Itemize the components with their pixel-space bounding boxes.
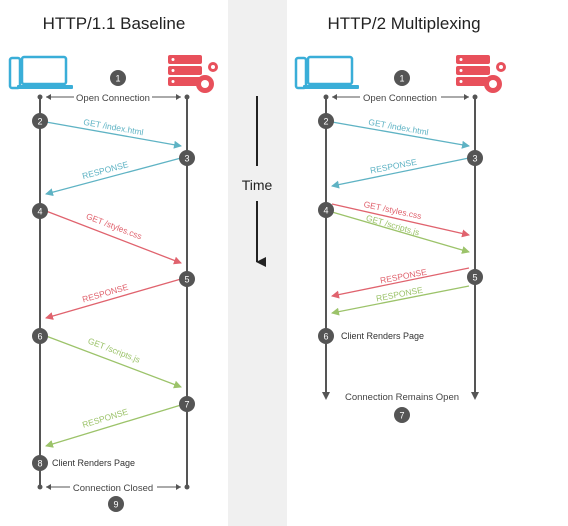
svg-text:5: 5 bbox=[184, 275, 189, 285]
open-connection-label: Open Connection bbox=[76, 93, 150, 104]
step-badge: 2 bbox=[32, 113, 48, 129]
message-label: RESPONSE bbox=[379, 267, 428, 286]
step-badge: 7 bbox=[394, 407, 410, 423]
step-badge: 4 bbox=[318, 202, 334, 218]
svg-text:6: 6 bbox=[323, 332, 328, 342]
lifeline-dot bbox=[37, 94, 43, 100]
message-arrow bbox=[45, 121, 182, 149]
svg-text:7: 7 bbox=[184, 400, 189, 410]
step-badge: 1 bbox=[110, 70, 126, 86]
client-renders-label-left: Client Renders Page bbox=[52, 458, 135, 468]
message-arrow bbox=[331, 285, 470, 316]
message-label: RESPONSE bbox=[369, 157, 418, 176]
server-gear-icon-right bbox=[456, 55, 506, 93]
svg-text:5: 5 bbox=[472, 273, 477, 283]
message-arrow bbox=[45, 278, 182, 320]
message-label: RESPONSE bbox=[375, 285, 424, 304]
lifeline-end-arrow bbox=[471, 392, 479, 400]
svg-text:3: 3 bbox=[472, 154, 477, 164]
server-gear-icon-left bbox=[168, 55, 218, 93]
svg-text:1: 1 bbox=[399, 74, 404, 84]
step-badge: 4 bbox=[32, 203, 48, 219]
client-renders-label-right: Client Renders Page bbox=[341, 331, 424, 341]
svg-text:4: 4 bbox=[323, 206, 328, 216]
open-connection-right: Open Connection bbox=[332, 93, 469, 104]
connection-remains-open-label: Connection Remains Open bbox=[345, 392, 459, 403]
message-arrow bbox=[331, 121, 470, 149]
lifeline-dot bbox=[37, 484, 43, 490]
svg-text:4: 4 bbox=[37, 207, 42, 217]
time-label: Time bbox=[242, 177, 273, 193]
message-arrow bbox=[45, 157, 182, 197]
open-connection-left: Open Connection bbox=[46, 93, 181, 104]
message-arrow bbox=[331, 211, 470, 254]
connection-closed-left: Connection Closed bbox=[46, 483, 181, 494]
step-badge: 3 bbox=[467, 150, 483, 166]
lifeline-end-arrow bbox=[322, 392, 330, 400]
step-badge: 3 bbox=[179, 150, 195, 166]
step-badge: 5 bbox=[467, 269, 483, 285]
svg-text:7: 7 bbox=[399, 411, 404, 421]
message-arrow bbox=[331, 267, 470, 299]
connection-closed-label: Connection Closed bbox=[73, 483, 153, 494]
message-label: RESPONSE bbox=[81, 406, 129, 429]
lifeline-dot bbox=[472, 94, 478, 100]
client-laptop-icon-right bbox=[294, 55, 359, 90]
message-arrow bbox=[331, 157, 470, 189]
svg-text:9: 9 bbox=[113, 500, 118, 510]
step-badge: 6 bbox=[32, 328, 48, 344]
step-badge: 7 bbox=[179, 396, 195, 412]
svg-text:6: 6 bbox=[37, 332, 42, 342]
svg-text:2: 2 bbox=[37, 117, 42, 127]
http1-title: HTTP/1.1 Baseline bbox=[42, 14, 186, 33]
lifeline-dot bbox=[184, 94, 190, 100]
message-label: GET /scripts.js bbox=[87, 336, 142, 365]
step-badge: 8 bbox=[32, 455, 48, 471]
message-arrow bbox=[45, 335, 182, 389]
client-laptop-icon-left bbox=[8, 55, 73, 90]
step-badge: 1 bbox=[394, 70, 410, 86]
message-arrow bbox=[331, 203, 470, 238]
step-badge: 9 bbox=[108, 496, 124, 512]
http2-title: HTTP/2 Multiplexing bbox=[327, 14, 481, 33]
step-badge: 5 bbox=[179, 271, 195, 287]
svg-text:1: 1 bbox=[115, 74, 120, 84]
message-arrow bbox=[45, 210, 182, 265]
message-arrow bbox=[45, 404, 182, 448]
open-connection-label: Open Connection bbox=[363, 93, 437, 104]
step-badge: 2 bbox=[318, 113, 334, 129]
lifeline-dot bbox=[323, 94, 329, 100]
step-badge: 6 bbox=[318, 328, 334, 344]
lifeline-dot bbox=[184, 484, 190, 490]
svg-text:3: 3 bbox=[184, 154, 189, 164]
svg-text:8: 8 bbox=[37, 459, 42, 469]
svg-text:2: 2 bbox=[323, 117, 328, 127]
